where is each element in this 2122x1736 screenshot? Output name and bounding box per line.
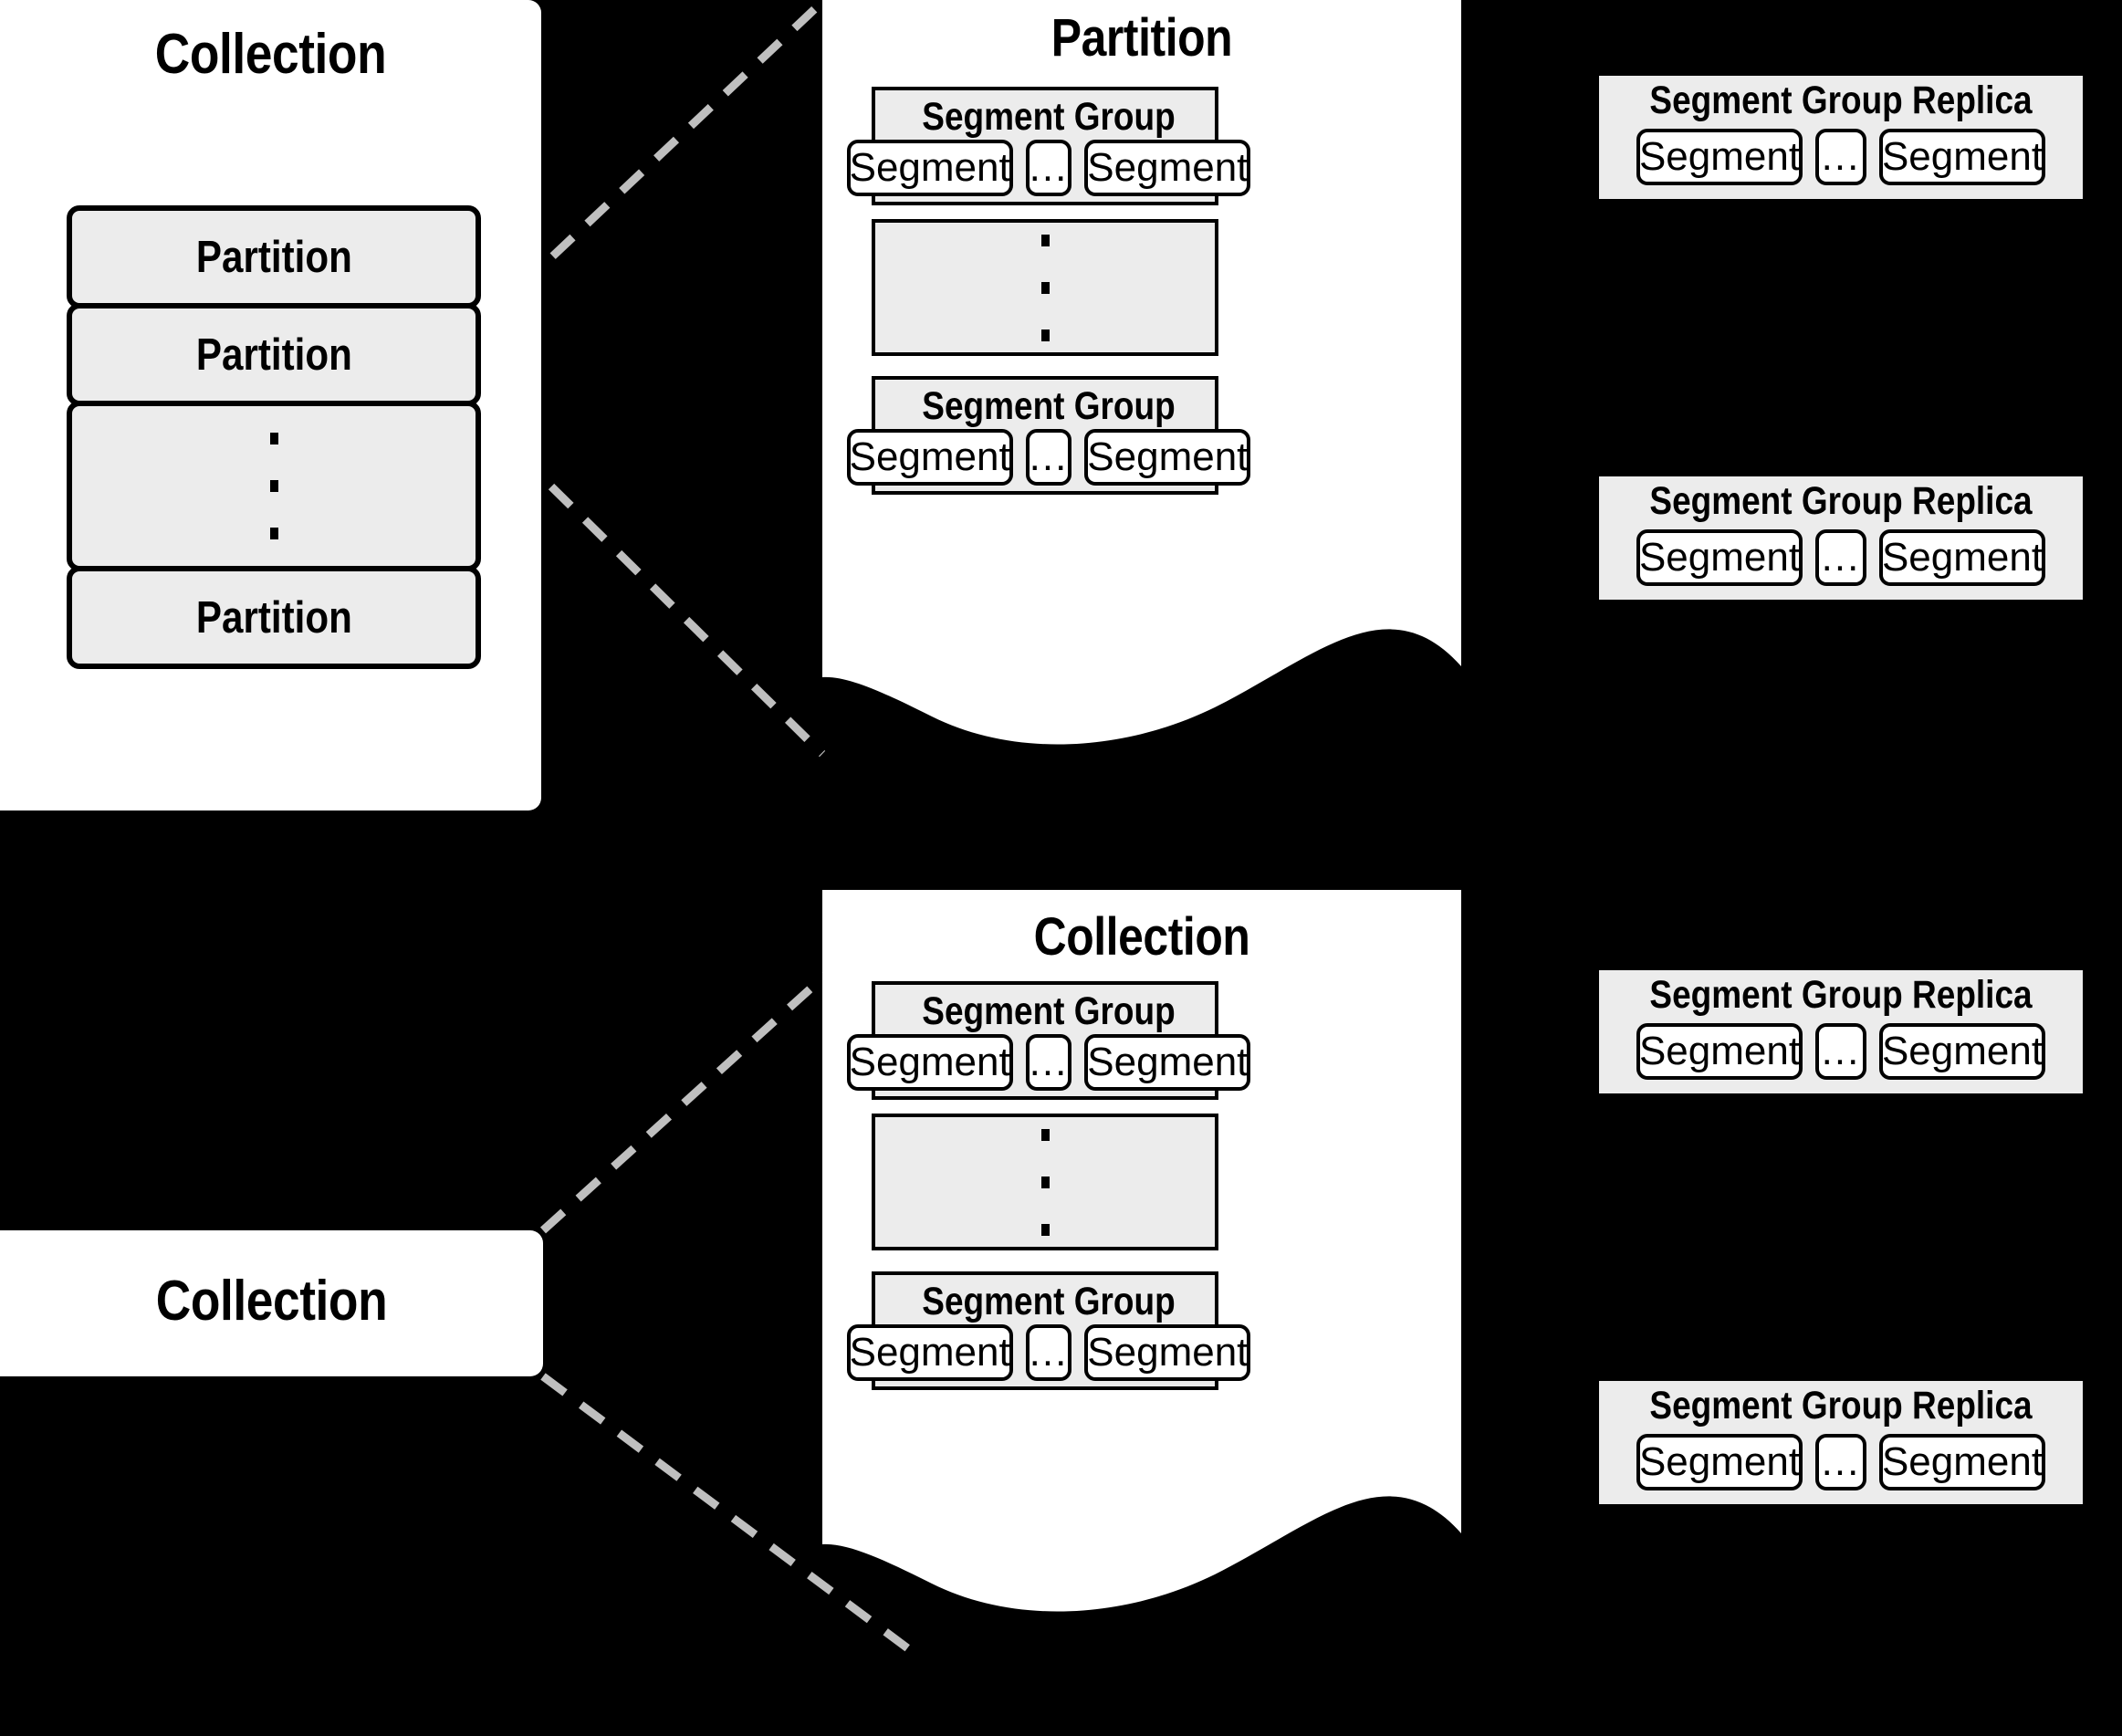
segment-group[interactable]: Segment Group Segment ... Segment: [846, 376, 1251, 495]
segment-box[interactable]: Segment: [1084, 140, 1251, 196]
ellipsis-dot: [1040, 281, 1050, 294]
segment-group-title: Segment Group: [922, 989, 1176, 1033]
segment-box[interactable]: Segment: [846, 1324, 1013, 1381]
segment-group[interactable]: Segment Group Segment ... Segment: [846, 87, 1251, 205]
ellipsis-dot: [1040, 234, 1050, 246]
collection-panel-title: Collection: [1033, 907, 1250, 967]
ellipsis-dot: [1040, 1223, 1050, 1236]
segment-row: Segment ... Segment: [846, 429, 1251, 486]
partition-label: Partition: [195, 329, 352, 380]
ellipsis-dots: [1040, 1128, 1050, 1236]
partition-panel-title: Partition: [1051, 8, 1233, 68]
ellipsis-dot: [269, 480, 278, 492]
segment-row: Segment ... Segment: [846, 140, 1251, 196]
segment-group-title: Segment Group: [922, 95, 1176, 139]
segment-group-replica-title: Segment Group Replica: [1649, 78, 2033, 122]
segment-box[interactable]: Segment: [1879, 1023, 2045, 1080]
segment-box[interactable]: Segment: [1636, 1434, 1803, 1490]
ellipsis-dot: [269, 528, 278, 539]
segment-box[interactable]: Segment: [1879, 529, 2045, 586]
segment-group-ellipsis: [872, 219, 1218, 356]
segment-ellipsis-box: ...: [1025, 1034, 1072, 1091]
segment-box[interactable]: Segment: [1636, 1023, 1803, 1080]
segment-box[interactable]: Segment: [1084, 1034, 1251, 1091]
segment-ellipsis-box: ...: [1815, 529, 1866, 586]
segment-group-replica[interactable]: Segment Group Replica Segment ... Segmen…: [1599, 76, 2083, 199]
segment-group[interactable]: Segment Group Segment ... Segment: [846, 981, 1251, 1100]
partition-label: Partition: [195, 592, 352, 643]
segment-row: Segment ... Segment: [1599, 529, 2083, 586]
segment-box[interactable]: Segment: [846, 429, 1013, 486]
segment-box[interactable]: Segment: [846, 1034, 1013, 1091]
partition-row[interactable]: Partition: [67, 303, 481, 406]
segment-ellipsis-box: ...: [1815, 1023, 1866, 1080]
left-collection-title: Collection: [154, 23, 387, 86]
segment-ellipsis-box: ...: [1025, 1324, 1072, 1381]
segment-box[interactable]: Segment: [1879, 129, 2045, 185]
partition-row-ellipsis: [67, 401, 481, 571]
bottom-collection-card: Collection: [0, 1230, 543, 1376]
segment-ellipsis-box: ...: [1025, 429, 1072, 486]
partition-row[interactable]: Partition: [67, 566, 481, 669]
partition-panel: Partition Segment Group Segment ... Segm…: [822, 0, 1461, 821]
segment-group-replica[interactable]: Segment Group Replica Segment ... Segmen…: [1599, 476, 2083, 600]
segment-row: Segment ... Segment: [1599, 129, 2083, 185]
partition-row[interactable]: Partition: [67, 205, 481, 309]
ellipsis-dot: [1040, 1176, 1050, 1188]
segment-box[interactable]: Segment: [1636, 529, 1803, 586]
segment-group-replica-title: Segment Group Replica: [1649, 479, 2033, 523]
segment-box[interactable]: Segment: [1636, 129, 1803, 185]
segment-ellipsis-box: ...: [1815, 129, 1866, 185]
segment-group-replica-title: Segment Group Replica: [1649, 1384, 2033, 1427]
segment-box[interactable]: Segment: [1084, 1324, 1251, 1381]
segment-box[interactable]: Segment: [1879, 1434, 2045, 1490]
ellipsis-dots: [1040, 234, 1050, 341]
bottom-collection-title: Collection: [155, 1270, 388, 1333]
segment-ellipsis-box: ...: [1815, 1434, 1866, 1490]
ellipsis-dot: [269, 433, 278, 444]
collection-panel: Collection Segment Group Segment ... Seg…: [822, 890, 1461, 1736]
segment-group-ellipsis: [872, 1114, 1218, 1250]
ellipsis-dot: [1040, 1128, 1050, 1141]
ellipsis-dot: [1040, 329, 1050, 341]
segment-row: Segment ... Segment: [846, 1034, 1251, 1091]
partition-stack: Partition Partition Partition: [67, 205, 481, 669]
segment-box[interactable]: Segment: [1084, 429, 1251, 486]
segment-group-replica-title: Segment Group Replica: [1649, 973, 2033, 1017]
segment-row: Segment ... Segment: [1599, 1023, 2083, 1080]
segment-group[interactable]: Segment Group Segment ... Segment: [846, 1271, 1251, 1390]
segment-box[interactable]: Segment: [846, 140, 1013, 196]
segment-ellipsis-box: ...: [1025, 140, 1072, 196]
segment-row: Segment ... Segment: [1599, 1434, 2083, 1490]
segment-group-title: Segment Group: [922, 1280, 1176, 1323]
partition-label: Partition: [195, 232, 352, 282]
segment-group-replica[interactable]: Segment Group Replica Segment ... Segmen…: [1599, 970, 2083, 1093]
segment-row: Segment ... Segment: [846, 1324, 1251, 1381]
segment-group-replica[interactable]: Segment Group Replica Segment ... Segmen…: [1599, 1381, 2083, 1504]
left-collection-card: Collection Partition Partition Partition: [0, 0, 541, 810]
segment-group-title: Segment Group: [922, 384, 1176, 428]
